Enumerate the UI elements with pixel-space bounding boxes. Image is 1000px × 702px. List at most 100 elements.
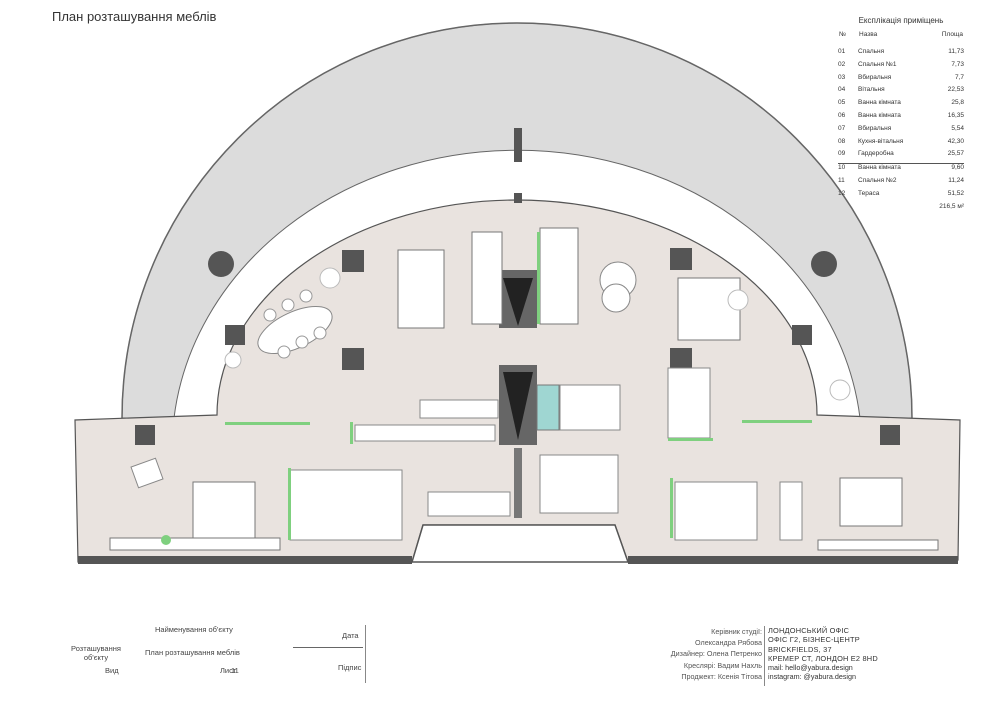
bottom-wall-left [78,556,412,564]
divider [293,647,363,648]
address-line: КРЕМЕР СТ, ЛОНДОН E2 8HD [768,653,878,663]
wc-block [289,469,403,541]
col-area: Площа [941,31,963,38]
col-name: Назва [859,31,878,38]
email-link[interactable]: mail: hello@yabura.design [768,663,853,673]
glass-partition [668,438,713,441]
column [514,193,522,203]
date-label: Дата [342,631,359,640]
sheet-label: Лист [220,666,237,675]
address-line: ЛОНДОНСЬКИЙ ОФІС [768,626,850,635]
column [135,425,155,445]
chair [313,326,327,340]
chair [263,308,277,322]
object-label: Найменування об'єкту [155,625,233,634]
column [670,348,692,370]
chair [281,298,295,312]
page-title: План розташування меблів [52,9,217,24]
column [792,325,812,345]
drawing-label: Розташування об'єкту [71,644,121,662]
chair [277,345,291,359]
terrace-table [319,267,341,289]
total-area: 216,5 м² [939,202,964,210]
stair-shaft [503,372,533,440]
counter [354,424,496,442]
view-label: Вид [105,666,119,675]
studio-info: Керівник студії: Олександра Рябова Дизай… [650,626,890,688]
credit-line: Олександра Рябова [695,638,762,648]
wardrobe [667,367,711,439]
credit-line: Дизайнер: Олена Петренко [670,649,762,659]
stair-shaft [503,278,533,326]
table-header: № Назва Площа [838,30,964,48]
address-line: BRICKFIELDS, 37 [768,644,832,654]
room-schedule-title: Експлікація приміщень [858,16,944,25]
kitchen-unit [539,227,579,325]
terrace-table [727,289,749,311]
terrace-column [208,251,234,277]
glass-partition [350,422,353,444]
instagram-link[interactable]: instagram: @yabura.design [768,672,857,682]
terrace-outline [121,22,913,419]
chair [295,335,309,349]
credit-line: Проджект: Ксенія Тітова [681,671,762,681]
credits: Керівник студії: Олександра Рябова Дизай… [650,626,762,682]
wc-block [559,384,621,431]
sheet-number: 11 [231,666,239,675]
glass-partition [742,420,812,423]
bed [192,481,256,545]
sign-label: Підпис [338,663,362,672]
terrace-column [811,251,837,277]
credit-line: Креслярі: Вадим Нахль [683,660,762,670]
company-address: ЛОНДОНСЬКИЙ ОФІС ОФІС Г2, БІЗНЕС-ЦЕНТР B… [768,626,878,682]
cabinet [109,537,281,551]
col-num: № [839,31,846,38]
column [342,250,364,272]
kitchen-island [397,249,445,329]
glass-partition [537,232,540,324]
glass-partition [288,468,291,540]
bath-tile [536,384,560,431]
wc-block [539,454,619,514]
terrace-table [829,379,851,401]
wc-block [674,481,758,541]
wardrobe [779,481,803,541]
coffee-table [601,283,631,313]
glass-partition [225,422,310,425]
plant [161,535,171,545]
cabinet [817,539,939,551]
divider [764,626,765,686]
column [342,348,364,370]
chair [299,289,313,303]
title-block: Найменування об'єкту Розташування об'єкт… [55,625,375,685]
core-wall [514,448,522,518]
column [225,325,245,345]
kitchen-unit [471,231,503,325]
terrace-table [224,351,242,369]
armchair [130,457,164,489]
glass-partition [670,478,673,538]
drawing-value: План розташування меблів [145,648,240,657]
address-line: ОФІС Г2, БІЗНЕС-ЦЕНТР [768,635,860,645]
column [514,128,522,162]
bottom-wall-right [628,556,958,564]
credit-line: Керівник студії: [711,627,762,636]
column [670,248,692,270]
entry-notch [410,524,630,563]
bed [677,277,741,341]
column [880,425,900,445]
bed [839,477,903,527]
